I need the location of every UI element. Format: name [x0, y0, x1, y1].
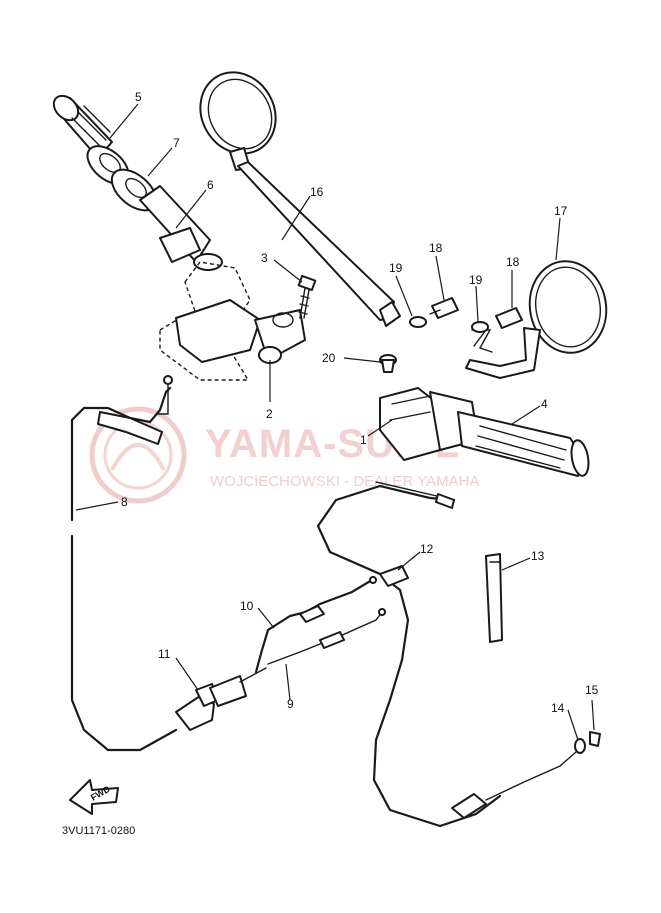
leader-lines	[75, 103, 595, 741]
callout-numbers: 1 2 3 4 5 6 7 8 9 10 11 12 13 14 15 16 1…	[121, 90, 599, 715]
callout-1: 1	[360, 433, 367, 447]
callout-16: 16	[310, 185, 324, 199]
callout-3: 3	[261, 251, 268, 265]
callout-20: 20	[322, 351, 336, 365]
callout-18-left: 18	[429, 241, 443, 255]
callout-2: 2	[266, 407, 273, 421]
callout-15: 15	[585, 683, 599, 697]
throttle-assembly	[379, 387, 590, 477]
bolt	[297, 274, 317, 319]
watermark-logo	[89, 406, 187, 504]
cable-band	[485, 553, 503, 643]
handlebar-left	[139, 185, 223, 271]
callout-10: 10	[240, 599, 254, 613]
callout-12: 12	[420, 542, 434, 556]
callout-7: 7	[173, 136, 180, 150]
diagram-code: 3VU1171-0280	[62, 825, 135, 837]
callout-5: 5	[135, 90, 142, 104]
fwd-arrow-icon: FWD	[69, 779, 119, 815]
screw	[379, 354, 397, 373]
callout-9: 9	[287, 697, 294, 711]
clutch-cable	[70, 375, 178, 752]
callout-18-right: 18	[506, 255, 520, 269]
callout-19-right: 19	[469, 273, 483, 287]
callout-4: 4	[541, 397, 548, 411]
cable-fasteners	[574, 731, 601, 754]
left-grip	[52, 94, 113, 159]
callout-11: 11	[158, 647, 171, 661]
callout-17: 17	[554, 204, 568, 218]
right-mirror	[465, 260, 608, 379]
callout-19-left: 19	[389, 261, 403, 275]
handlebar-holder	[159, 261, 306, 381]
cable-junction	[175, 667, 267, 731]
mirror-bolts	[409, 297, 523, 333]
long-cable	[316, 481, 577, 828]
callout-6: 6	[207, 178, 214, 192]
watermark-subtitle: WOJCIECHOWSKI - DEALER YAMAHA	[210, 473, 479, 490]
callout-8: 8	[121, 495, 128, 509]
callout-13: 13	[531, 549, 545, 563]
callout-14: 14	[551, 701, 565, 715]
left-mirror	[199, 71, 401, 327]
throttle-cables	[254, 576, 386, 674]
